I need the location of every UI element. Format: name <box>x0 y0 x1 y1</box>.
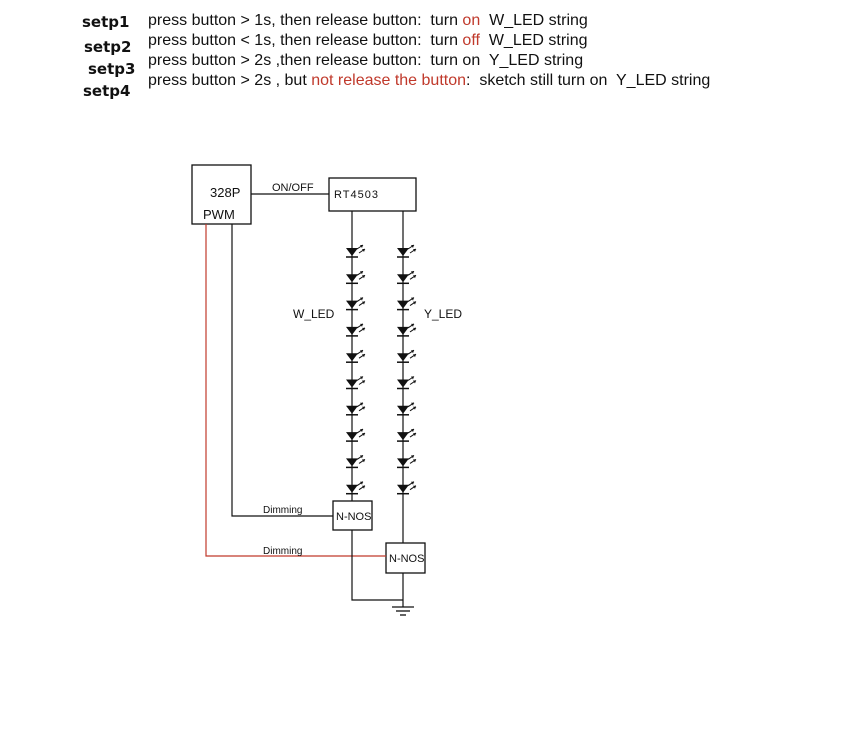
step-label: setp4 <box>83 82 131 100</box>
step-highlight: not release the button <box>311 72 466 89</box>
step-text-part: press button < 1s, then release button: … <box>148 32 463 49</box>
nmos-box-y <box>385 542 426 574</box>
step-highlight: on <box>462 12 481 29</box>
w-led-label: W_LED <box>293 307 335 321</box>
led-icon <box>397 349 417 363</box>
step-label: setp2 <box>84 38 132 56</box>
nmos-w-label: N-NOS <box>336 511 371 523</box>
led-icon <box>346 244 366 258</box>
led-icon <box>346 270 366 285</box>
mcu-label: 328P <box>210 185 240 200</box>
step-text-part: : sketch still turn on Y_LED string <box>466 72 711 89</box>
led-icon <box>397 244 417 258</box>
step-label: setp1 <box>82 13 130 31</box>
y-led-string <box>397 211 417 543</box>
step-text-part: W_LED string <box>480 12 588 29</box>
led-icon <box>346 428 366 442</box>
dimming-label-1: Dimming <box>263 505 302 516</box>
led-icon <box>397 402 417 416</box>
step-text: press button > 2s , but not release the … <box>148 72 710 90</box>
driver-box <box>328 177 417 212</box>
step-row-3: setp3 press button > 2s ,then release bu… <box>0 52 844 78</box>
step-text-part: press button > 1s, then release button: … <box>148 12 463 29</box>
step-text-part: press button > 2s , but <box>148 72 312 89</box>
step-label: setp3 <box>88 60 136 78</box>
led-icon <box>346 376 366 390</box>
onoff-label: ON/OFF <box>272 182 314 194</box>
step-text: press button > 1s, then release button: … <box>148 12 588 30</box>
step-highlight: off <box>462 32 480 49</box>
step-row-1: setp1 press button > 1s, then release bu… <box>0 12 844 32</box>
step-text: press button < 1s, then release button: … <box>148 32 588 50</box>
ground-wire-w <box>351 530 403 601</box>
step-row-2: setp2 press button < 1s, then release bu… <box>0 32 844 56</box>
led-icon <box>397 481 417 495</box>
led-icon <box>397 428 417 442</box>
led-icon <box>346 402 366 416</box>
w-led-string <box>346 211 366 501</box>
led-icon <box>397 454 417 469</box>
nmos-y-label: N-NOS <box>389 553 424 565</box>
dimming-label-2: Dimming <box>263 546 302 557</box>
step-text-part: press button > 2s ,then release button: … <box>148 52 584 69</box>
led-icon <box>346 454 366 469</box>
mcu-pwm-label: PWM <box>203 207 235 222</box>
step-text: press button > 2s ,then release button: … <box>148 52 583 70</box>
led-icon <box>397 376 417 390</box>
led-icon <box>397 270 417 285</box>
driver-label: RT4503 <box>334 189 379 201</box>
step-row-4: setp4 press button > 2s , but not releas… <box>0 72 844 100</box>
dimming-wire-w <box>231 224 333 517</box>
led-icon <box>346 481 366 495</box>
dimming-wire-y <box>205 224 386 557</box>
led-icon <box>397 323 417 337</box>
led-icon <box>346 297 366 311</box>
y-led-label: Y_LED <box>424 307 462 321</box>
led-icon <box>346 349 366 363</box>
led-icon <box>397 297 417 311</box>
step-text-part: W_LED string <box>479 32 588 49</box>
led-icon <box>346 323 366 337</box>
